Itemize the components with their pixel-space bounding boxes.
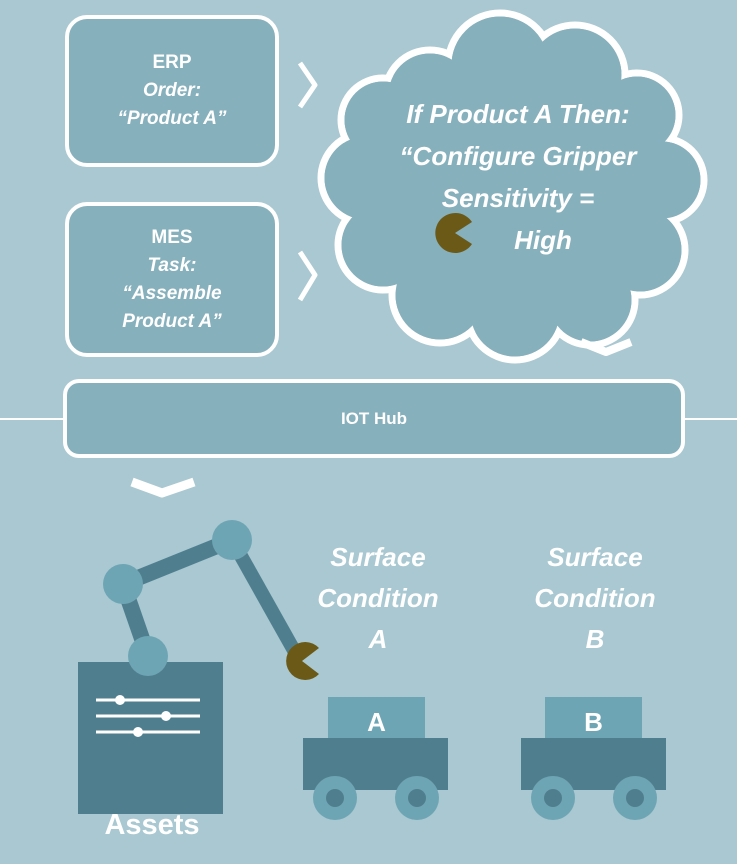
hub-line-left xyxy=(0,418,65,420)
condition-a-line3: A xyxy=(368,624,388,654)
mes-system-label: MES xyxy=(151,226,193,248)
iot-hub-box: IOT Hub xyxy=(63,379,685,458)
rule-line4: High xyxy=(514,225,572,255)
chevron-down-icon xyxy=(579,338,633,356)
cart-b-icon xyxy=(521,697,666,820)
erp-system-label: ERP xyxy=(152,52,192,73)
rule-line3: Sensitivity = xyxy=(441,183,595,213)
condition-a-line2: Condition xyxy=(317,583,439,613)
chevron-right-icon xyxy=(297,250,318,302)
cart-a-label: A xyxy=(367,707,386,737)
condition-b-line2: Condition xyxy=(534,583,656,613)
condition-b-line3: B xyxy=(585,624,605,654)
slider-list-icon xyxy=(96,698,200,734)
mes-task-value-line2: Product A” xyxy=(122,310,222,332)
rule-text: If Product A Then: “Configure Gripper Se… xyxy=(373,93,663,261)
erp-order-box: ERP Order: “Product A” xyxy=(65,15,279,167)
gripper-icon xyxy=(435,212,472,253)
hub-line-right xyxy=(685,418,737,420)
mes-task-box: MES Task: “Assemble Product A” xyxy=(65,202,279,357)
condition-b-line1: Surface xyxy=(547,542,643,572)
assets-panel xyxy=(78,662,223,814)
erp-order-label: Order: xyxy=(142,80,202,101)
assets-label: Assets xyxy=(104,809,200,841)
mes-task-value-line1: “Assemble xyxy=(122,282,222,304)
chevron-down-icon xyxy=(130,477,196,498)
surface-condition-a: Surface Condition A xyxy=(290,537,466,660)
iot-hub-label: IOT Hub xyxy=(340,408,408,428)
surface-condition-b: Surface Condition B xyxy=(507,537,683,660)
cart-b-label: B xyxy=(584,707,603,737)
gripper-icon xyxy=(286,641,319,680)
cart-a-icon xyxy=(303,697,448,820)
erp-order-value: “Product A” xyxy=(117,108,227,129)
rule-line2: “Configure Gripper xyxy=(399,141,637,171)
condition-a-line1: Surface xyxy=(330,542,426,572)
chevron-right-icon xyxy=(297,61,318,109)
mes-task-label: Task: xyxy=(147,254,197,276)
rule-line1: If Product A Then: xyxy=(406,99,630,129)
